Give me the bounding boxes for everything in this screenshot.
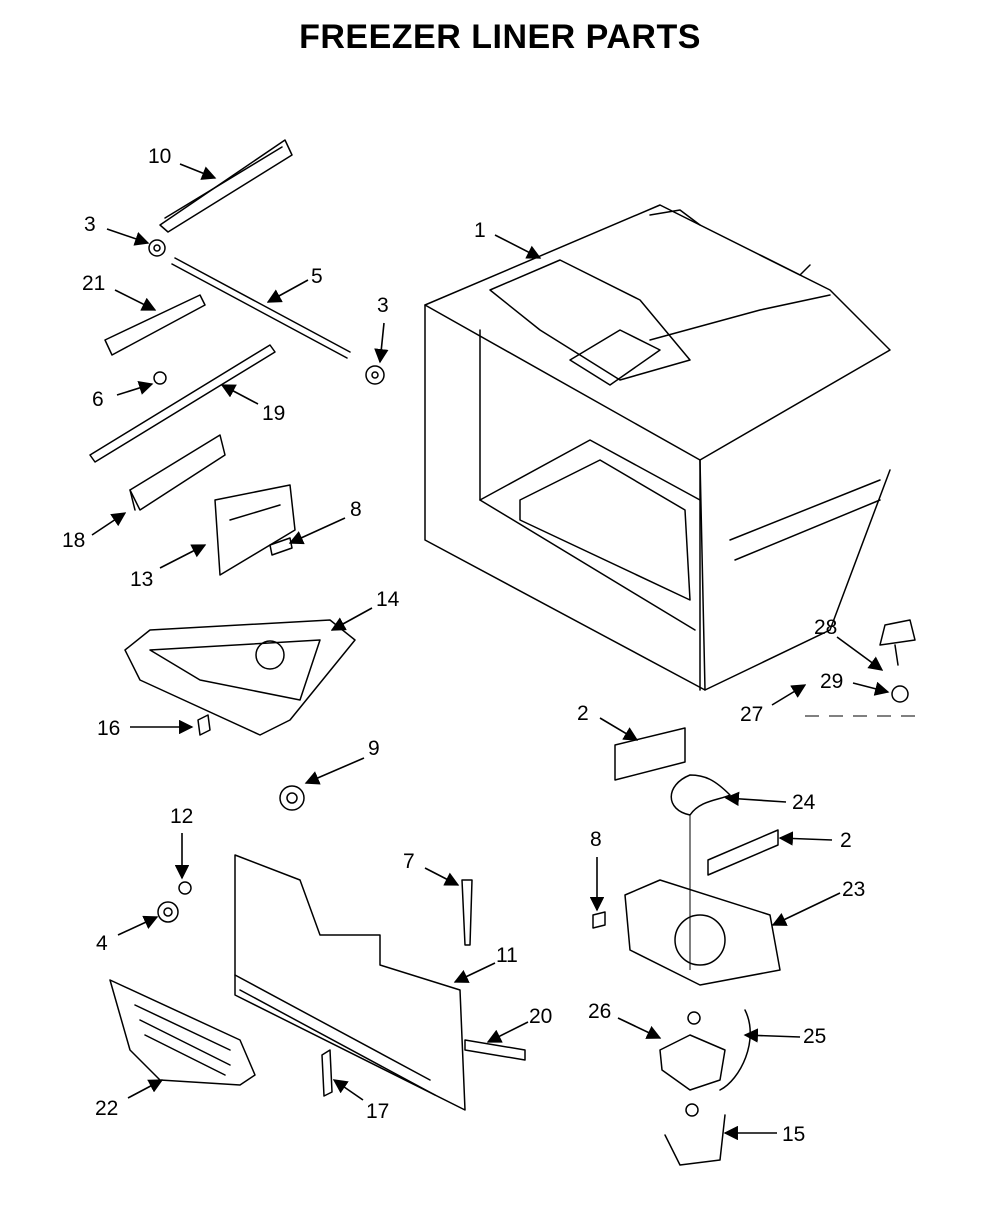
callout-19: 19	[262, 402, 285, 425]
fan-housing-part	[624, 815, 781, 986]
leveler-part	[805, 619, 925, 717]
callout-8a: 8	[350, 498, 362, 521]
callout-8b: 8	[590, 828, 602, 851]
callout-29: 29	[820, 670, 843, 693]
pad-part	[614, 727, 779, 876]
freezer-liner	[424, 204, 891, 691]
clip-part	[197, 714, 211, 736]
screw-part-b	[592, 911, 606, 929]
callout-11: 11	[496, 944, 518, 967]
strip-part	[464, 1039, 526, 1061]
callout-23: 23	[842, 878, 865, 901]
callout-16: 16	[97, 717, 120, 740]
grille-part	[109, 979, 256, 1086]
callout-2b: 2	[840, 829, 852, 852]
rod-part	[171, 257, 351, 359]
callout-3a: 3	[84, 213, 96, 236]
fan-blade-part	[670, 774, 731, 816]
callout-2a: 2	[577, 702, 589, 725]
tray-part	[124, 619, 356, 736]
callout-18: 18	[62, 529, 85, 552]
callout-12: 12	[170, 805, 193, 828]
callout-25: 25	[803, 1025, 826, 1048]
gear-part	[279, 785, 305, 811]
screw-part-a	[269, 537, 293, 556]
callout-13: 13	[130, 568, 153, 591]
bracket-part	[214, 484, 296, 576]
leader-lines	[91, 163, 890, 1141]
callout-6: 6	[92, 388, 104, 411]
callout-27: 27	[740, 703, 763, 726]
callout-14: 14	[376, 588, 400, 611]
callout-24: 24	[792, 791, 816, 814]
motor-bracket-part	[664, 1103, 726, 1166]
callout-3b: 3	[377, 294, 389, 317]
callout-20: 20	[529, 1005, 552, 1028]
fan-motor-part	[659, 1009, 751, 1091]
pin-part	[461, 879, 473, 946]
callout-4: 4	[96, 932, 108, 955]
callout-15: 15	[782, 1123, 805, 1146]
callout-22: 22	[95, 1097, 118, 1120]
slide-assembly	[89, 294, 276, 511]
latch-part	[321, 1049, 333, 1097]
rail-part	[159, 139, 293, 233]
callout-26: 26	[588, 1000, 611, 1023]
roller-part	[148, 239, 385, 385]
callout-9: 9	[368, 737, 380, 760]
diagram-title: FREEZER LINER PARTS	[299, 18, 701, 56]
callout-21: 21	[82, 272, 105, 295]
callout-7: 7	[403, 850, 415, 873]
callout-10: 10	[148, 145, 171, 168]
callout-1: 1	[474, 219, 486, 242]
panel-part	[234, 854, 466, 1111]
callout-17: 17	[366, 1100, 389, 1123]
fitting-part	[157, 881, 192, 923]
callout-28: 28	[814, 616, 837, 639]
callout-5: 5	[311, 265, 323, 288]
